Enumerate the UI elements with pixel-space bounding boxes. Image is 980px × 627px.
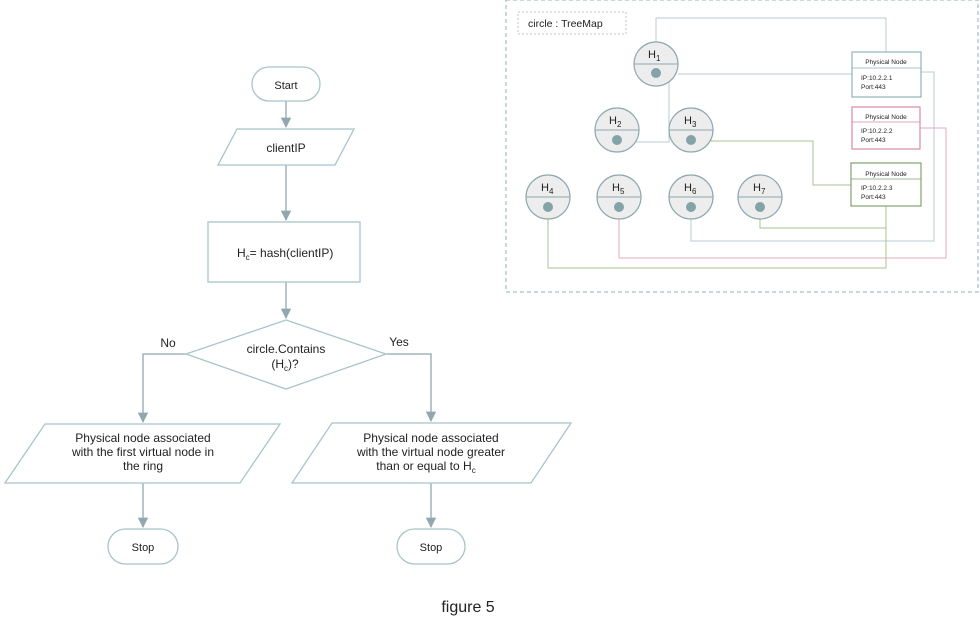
- decision-line1: circle.Contains: [247, 342, 326, 356]
- physical-node-port: Port:443: [861, 137, 886, 144]
- hash-node-5: H5: [596, 174, 642, 220]
- yes-label: Yes: [389, 335, 409, 349]
- physical-node-port: Port:443: [861, 194, 886, 201]
- treemap-title: circle : TreeMap: [528, 18, 603, 30]
- hash-node-label: H2: [609, 115, 622, 129]
- flow-connectors: [137, 101, 437, 529]
- hash-node-2: H2: [594, 107, 640, 153]
- stop-left-label: Stop: [132, 542, 155, 554]
- hash-node-dot: [543, 202, 553, 212]
- flowchart: Start clientIP Hc= hash(clientIP) circle…: [3, 66, 573, 565]
- physical-node-ip: IP:10.2.2.1: [861, 75, 893, 82]
- start-terminal: [251, 66, 321, 102]
- treemap-panel: circle : TreeMap H1 H2: [505, 0, 979, 293]
- hash-process-box: [207, 221, 361, 283]
- physical-node-box: [851, 106, 921, 150]
- decision-line2: (Hc)?: [271, 357, 299, 373]
- hash-node-1: H1: [633, 41, 679, 87]
- treemap-title-box: [517, 11, 627, 35]
- hash-node-dot: [686, 202, 696, 212]
- link-pn3-h4: [547, 206, 887, 269]
- hash-node-3: H3: [668, 107, 714, 153]
- hash-node-dot: [686, 135, 696, 145]
- link-h3-pn3: [691, 140, 851, 186]
- left-output-line3: the ring: [123, 459, 163, 473]
- stop-left-terminal: [107, 528, 179, 565]
- arrow-decision-no: [137, 353, 186, 424]
- input-label: clientIP: [266, 141, 305, 155]
- hash-node-6: H6: [668, 174, 714, 220]
- hash-node-dot: [612, 135, 622, 145]
- input-parallelogram: [216, 128, 356, 166]
- hash-node-label: H1: [648, 49, 661, 63]
- left-output-parallelogram: [3, 423, 282, 484]
- hash-node-dot: [755, 202, 765, 212]
- figure-caption: figure 5: [441, 599, 494, 616]
- hash-node-label: H4: [541, 182, 554, 196]
- link-pn2-h5: [618, 127, 947, 259]
- hash-node-7: H7: [737, 174, 783, 220]
- link-pn1-h6: [690, 71, 935, 242]
- physical-node-box: [850, 162, 922, 207]
- physical-node-title: Physical Node: [865, 59, 907, 66]
- physical-node-box: [851, 51, 922, 98]
- hash-node-label: H5: [612, 182, 625, 196]
- no-label: No: [160, 336, 176, 350]
- hash-node-dot: [651, 68, 661, 78]
- right-output-line1: Physical node associated: [363, 431, 498, 445]
- hash-node-4: H4: [525, 174, 571, 220]
- physical-node-ip: IP:10.2.2.3: [861, 185, 893, 192]
- arrow-decision-yes: [386, 353, 437, 423]
- stop-right-terminal: [396, 528, 466, 565]
- right-output-parallelogram: [290, 422, 573, 484]
- decision-diamond: [184, 319, 388, 390]
- hash-node-label: H7: [753, 182, 766, 196]
- physical-node-ip: IP:10.2.2.2: [861, 128, 893, 135]
- hash-node-label: H6: [684, 182, 697, 196]
- right-output-line2: with the virtual node greater: [356, 445, 505, 459]
- hash-node-dot: [614, 202, 624, 212]
- physical-node-title: Physical Node: [865, 114, 907, 121]
- physical-node-3: Physical Node IP:10.2.2.3 Port:443: [850, 162, 922, 207]
- hash-node-label: H3: [684, 115, 697, 129]
- physical-node-title: Physical Node: [865, 171, 907, 178]
- hash-label: Hc= hash(clientIP): [237, 246, 333, 262]
- link-h1-pn1-top: [655, 17, 887, 52]
- stop-right-label: Stop: [420, 542, 443, 554]
- physical-node-port: Port:443: [861, 84, 886, 91]
- right-output-line3: than or equal to Hc: [376, 459, 475, 475]
- physical-node-2: Physical Node IP:10.2.2.2 Port:443: [851, 106, 921, 150]
- left-output-line1: Physical node associated: [75, 431, 210, 445]
- physical-node-1: Physical Node IP:10.2.2.1 Port:443: [851, 51, 922, 98]
- left-output-line2: with the first virtual node in: [71, 445, 214, 459]
- start-label: Start: [274, 80, 297, 92]
